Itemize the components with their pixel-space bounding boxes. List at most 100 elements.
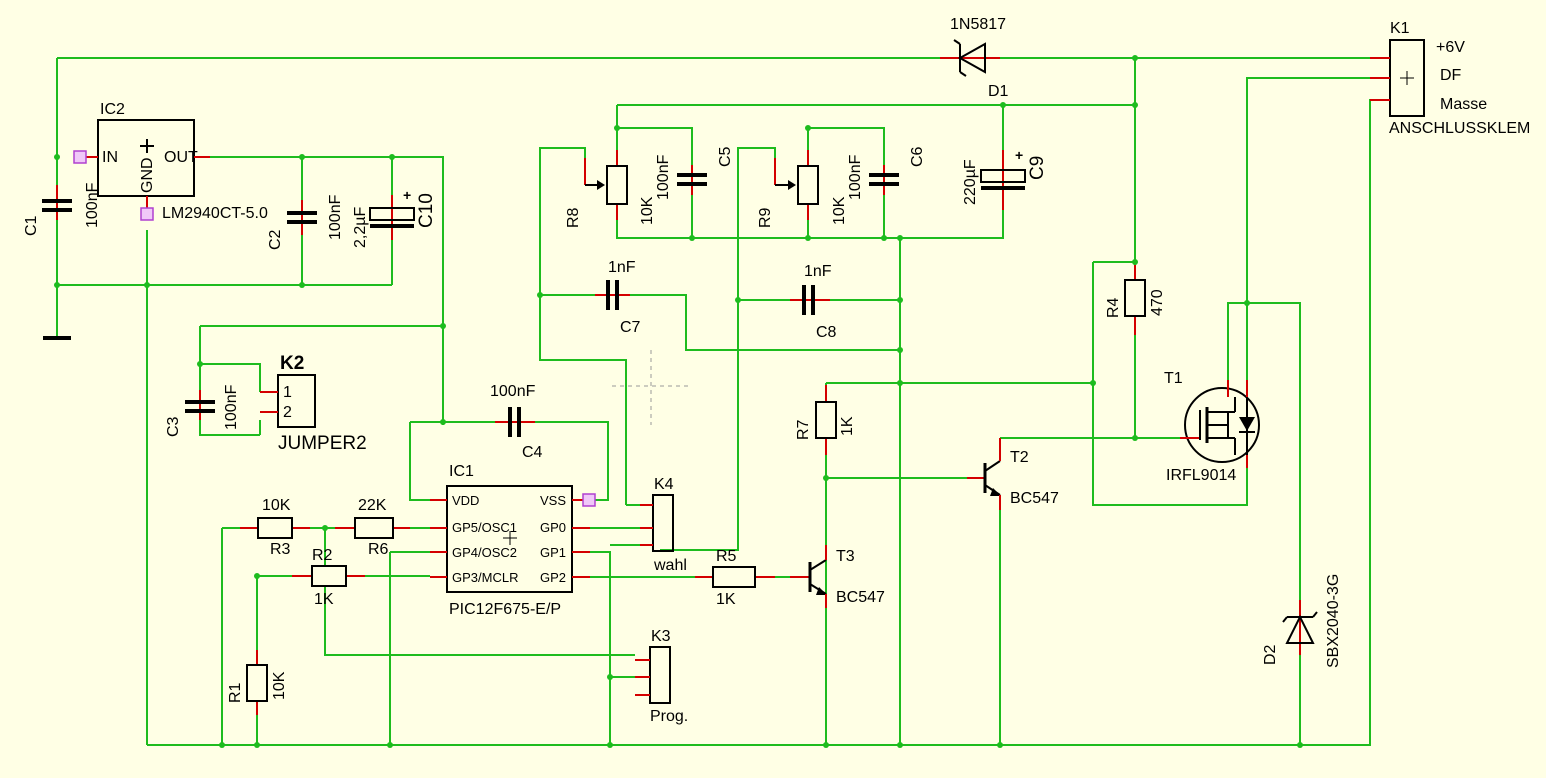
ic2-value: LM2940CT-5.0: [162, 205, 268, 222]
c8-value: 1nF: [804, 263, 832, 280]
c1-refdes: C1: [23, 215, 40, 236]
t2-value: BC547: [1010, 490, 1059, 507]
header-k3[interactable]: K3 Prog.: [635, 628, 688, 725]
ic1-refdes: IC1: [449, 463, 474, 480]
d2-value: SBX2040-3G: [1325, 574, 1342, 668]
c3-value: 100nF: [223, 384, 240, 430]
c9-plus: +: [1015, 147, 1023, 163]
capacitor-c2[interactable]: C2 100nF: [267, 194, 344, 250]
resistor-r3[interactable]: 10K R3: [240, 497, 310, 558]
resistor-r5[interactable]: R5 1K: [695, 548, 775, 608]
r6-refdes: R6: [368, 541, 389, 558]
c2-value: 100nF: [327, 194, 344, 240]
resistor-r7[interactable]: R7 1K: [795, 385, 856, 455]
t3-refdes: T3: [836, 548, 855, 565]
c10-refdes: C10: [416, 193, 437, 228]
r9-refdes: R9: [757, 207, 774, 228]
c6-value: 100nF: [847, 154, 864, 200]
r2-refdes: R2: [312, 547, 333, 564]
unconnected-marker: [582, 493, 596, 507]
header-k4[interactable]: K4 wahl: [640, 476, 687, 574]
ic1-pin-gp4: GP4/OSC2: [452, 545, 517, 560]
capacitor-c4[interactable]: 100nF C4: [490, 383, 543, 461]
diode-d2[interactable]: D2 SBX2040-3G: [1262, 574, 1342, 668]
c9-value: 220µF: [962, 159, 979, 205]
connector-k1[interactable]: K1 +6V DF Masse ANSCHLUSSKLEM: [1370, 20, 1530, 137]
k1-pin3-label: Masse: [1440, 96, 1487, 113]
ic2-out-label: OUT: [164, 149, 198, 166]
r5-value: 1K: [716, 591, 736, 608]
c5-refdes: C5: [717, 146, 734, 167]
ic1-pin-gp2: GP2: [540, 570, 566, 585]
resistor-r1[interactable]: R1 10K: [227, 650, 288, 715]
t1-value: IRFL9014: [1166, 467, 1236, 484]
c4-value: 100nF: [490, 383, 536, 400]
transistor-t3[interactable]: T3 BC547: [790, 545, 885, 608]
r3-value: 10K: [262, 497, 291, 514]
r2-value: 1K: [314, 591, 334, 608]
c7-value: 1nF: [608, 259, 636, 276]
diode-d1[interactable]: 1N5817 D1: [940, 16, 1009, 100]
k2-value: JUMPER2: [278, 433, 367, 454]
unconnected-marker: [140, 207, 154, 221]
capacitor-c6[interactable]: 100nF C6: [847, 146, 926, 200]
k3-value: Prog.: [650, 708, 688, 725]
k4-value: wahl: [653, 557, 687, 574]
k2-refdes: K2: [280, 353, 304, 374]
r1-value: 10K: [271, 671, 288, 700]
r7-refdes: R7: [795, 419, 812, 440]
transistor-t2[interactable]: T2 BC547: [967, 438, 1059, 510]
resistor-r2[interactable]: R2 1K: [292, 547, 365, 608]
k1-pin1-label: +6V: [1436, 39, 1465, 56]
c4-refdes: C4: [522, 444, 543, 461]
capacitor-c3[interactable]: C3 100nF: [165, 384, 240, 437]
unconnected-marker: [73, 150, 87, 164]
potentiometer-r8[interactable]: R8 10K: [565, 150, 656, 228]
ground-symbol: [43, 285, 71, 340]
mosfet-t1[interactable]: T1 IRFL9014: [1164, 370, 1260, 484]
d1-refdes: D1: [988, 83, 1009, 100]
k1-value: ANSCHLUSSKLEM: [1389, 120, 1530, 137]
k1-pin2-label: DF: [1440, 67, 1462, 84]
c6-refdes: C6: [909, 146, 926, 167]
k3-refdes: K3: [651, 628, 671, 645]
capacitor-c1[interactable]: C1 100nF: [23, 182, 101, 236]
ic1-value: PIC12F675-E/P: [449, 601, 561, 618]
r9-value: 10K: [831, 196, 848, 225]
capacitor-c10[interactable]: + 2,2µF C10: [352, 187, 437, 248]
ic2-refdes: IC2: [100, 101, 125, 118]
c1-value: 100nF: [84, 182, 101, 228]
r4-refdes: R4: [1105, 297, 1122, 318]
capacitor-c7[interactable]: 1nF C7: [595, 259, 641, 336]
ic1-pin-gp0: GP0: [540, 520, 566, 535]
t1-refdes: T1: [1164, 370, 1183, 387]
d2-refdes: D2: [1262, 644, 1279, 665]
r6-value: 22K: [358, 497, 387, 514]
r8-refdes: R8: [565, 207, 582, 228]
r1-refdes: R1: [227, 682, 244, 703]
d1-value: 1N5817: [950, 16, 1006, 33]
c7-refdes: C7: [620, 319, 641, 336]
c10-plus: +: [403, 187, 411, 203]
jumper-k2[interactable]: 1 2 K2 JUMPER2: [260, 353, 367, 454]
ic1-pin-vdd: VDD: [452, 493, 479, 508]
k2-pin2-label: 2: [283, 404, 292, 421]
ic2-in-label: IN: [102, 149, 118, 166]
potentiometer-r9[interactable]: R9 10K: [757, 150, 848, 228]
ic2-regulator[interactable]: IC2 IN OUT GND LM2940CT-5.0: [73, 101, 268, 222]
r8-value: 10K: [639, 196, 656, 225]
k4-refdes: K4: [654, 476, 674, 493]
ic1-pin-gp3: GP3/MCLR: [452, 570, 518, 585]
crosshair-cursor: [612, 350, 690, 425]
ic1-microcontroller[interactable]: VDD GP5/OSC1 GP4/OSC2 GP3/MCLR VSS GP0 G…: [430, 463, 596, 618]
resistor-r6[interactable]: 22K R6: [335, 497, 410, 558]
r7-value: 1K: [839, 416, 856, 436]
capacitor-c8[interactable]: 1nF C8: [790, 263, 837, 341]
capacitor-c5[interactable]: 100nF C5: [655, 146, 734, 200]
t3-value: BC547: [836, 589, 885, 606]
capacitor-c9[interactable]: + 220µF C9: [962, 147, 1048, 210]
c8-refdes: C8: [816, 324, 837, 341]
k2-pin1-label: 1: [283, 384, 292, 401]
resistor-r4[interactable]: R4 470: [1105, 265, 1166, 335]
